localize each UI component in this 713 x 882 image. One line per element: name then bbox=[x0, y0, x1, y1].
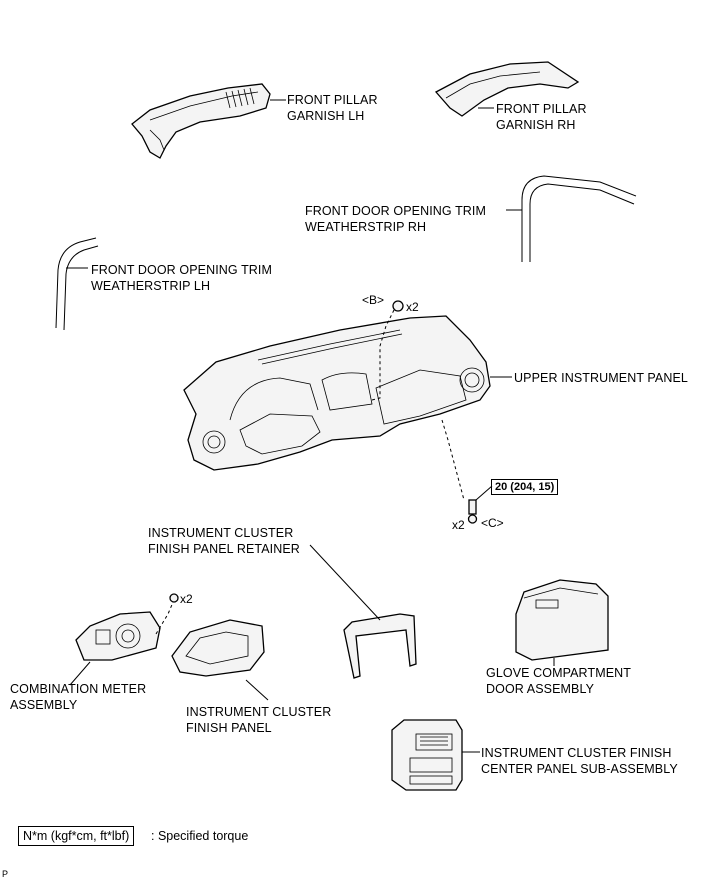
label-center-panel-sub-assembly: INSTRUMENT CLUSTER FINISH CENTER PANEL S… bbox=[481, 746, 678, 776]
fastener-c-qty: x2 bbox=[452, 518, 465, 532]
label-cluster-finish-panel-retainer: INSTRUMENT CLUSTER FINISH PANEL RETAINER bbox=[148, 526, 300, 556]
center-panel-sub-assembly bbox=[391, 719, 480, 791]
label-glove-compartment-door: GLOVE COMPARTMENT DOOR ASSEMBLY bbox=[486, 666, 632, 696]
torque-spec-box: 20 (204, 15) bbox=[491, 479, 559, 495]
front-pillar-garnish-lh bbox=[131, 83, 286, 159]
glove-compartment-door bbox=[515, 579, 609, 666]
meter-screw-qty: x2 bbox=[180, 592, 193, 606]
fastener-b-qty: x2 bbox=[406, 300, 419, 314]
label-door-trim-weatherstrip-rh: FRONT DOOR OPENING TRIM WEATHERSTRIP RH bbox=[305, 204, 487, 234]
front-pillar-garnish-rh bbox=[434, 61, 580, 117]
fastener-c-label: <C> bbox=[481, 516, 504, 530]
fastener-b bbox=[371, 300, 404, 401]
torque-legend-units: N*m (kgf*cm, ft*lbf) bbox=[18, 826, 135, 846]
label-front-pillar-garnish-rh: FRONT PILLAR GARNISH RH bbox=[496, 102, 587, 132]
corner-mark: P bbox=[2, 869, 9, 879]
label-combination-meter: COMBINATION METER ASSEMBLY bbox=[10, 682, 147, 712]
label-upper-instrument-panel: UPPER INSTRUMENT PANEL bbox=[514, 371, 688, 385]
cluster-finish-panel-retainer bbox=[309, 544, 417, 679]
fastener-c bbox=[441, 419, 493, 524]
door-trim-weatherstrip-lh bbox=[55, 237, 99, 331]
fastener-b-label: <B> bbox=[362, 293, 385, 307]
torque-legend-text: : Specified torque bbox=[151, 829, 249, 843]
door-trim-weatherstrip-rh bbox=[506, 175, 637, 262]
label-front-pillar-garnish-lh: FRONT PILLAR GARNISH LH bbox=[287, 93, 378, 123]
combination-meter bbox=[69, 593, 179, 686]
instrument-cluster-finish-panel bbox=[171, 619, 269, 701]
label-door-trim-weatherstrip-lh: FRONT DOOR OPENING TRIM WEATHERSTRIP LH bbox=[91, 263, 273, 293]
label-instrument-cluster-finish-panel: INSTRUMENT CLUSTER FINISH PANEL bbox=[186, 705, 332, 735]
upper-instrument-panel bbox=[183, 315, 512, 471]
